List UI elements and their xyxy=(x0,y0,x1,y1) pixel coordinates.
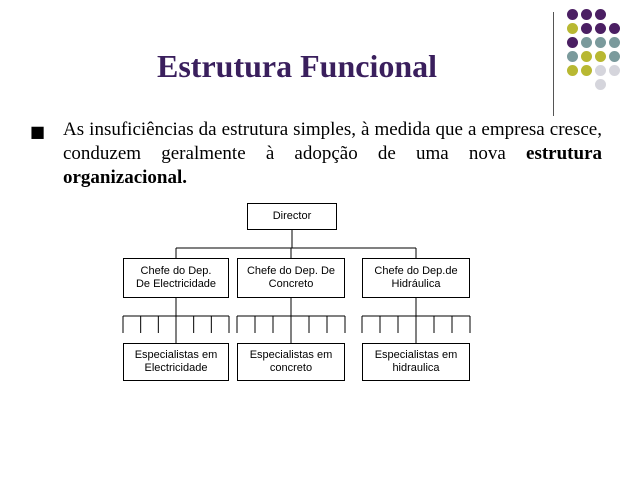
decorative-dot xyxy=(595,65,606,76)
decorative-dot xyxy=(581,37,592,48)
specialists-line2: concreto xyxy=(269,362,313,374)
bullet-text: As insuficiências da estrutura simples, … xyxy=(63,118,602,190)
decorative-dot xyxy=(595,9,606,20)
department-head-line1: Chefe do Dep.de xyxy=(374,265,458,277)
specialists-line2: Electricidade xyxy=(144,362,208,374)
department-head-electricity: Chefe do Dep.De Electricidade xyxy=(123,258,229,298)
decorative-divider xyxy=(553,12,554,116)
department-head-line2: Hidráulica xyxy=(391,278,441,290)
decorative-dot xyxy=(581,9,592,20)
decorative-dot xyxy=(567,65,578,76)
decorative-dot xyxy=(567,23,578,34)
bullet-text-bold: estrutura organizacional. xyxy=(63,143,602,188)
decorative-dot xyxy=(609,51,620,62)
specialists-line1: Especialistas em xyxy=(134,349,218,361)
specialists-line1: Especialistas em xyxy=(374,349,458,361)
decorative-dot xyxy=(609,65,620,76)
department-head-line1: Chefe do Dep. De xyxy=(246,265,336,277)
director-box: Director xyxy=(247,203,337,230)
decorative-dot xyxy=(595,23,606,34)
decorative-dot xyxy=(581,51,592,62)
department-head-line1: Chefe do Dep. xyxy=(140,265,212,277)
director-label: Director xyxy=(272,210,312,222)
decorative-dot xyxy=(567,9,578,20)
decorative-dot xyxy=(581,65,592,76)
decorative-dot xyxy=(609,37,620,48)
specialists-line1: Especialistas em xyxy=(249,349,333,361)
decorative-dot xyxy=(567,51,578,62)
specialists-line2: hidraulica xyxy=(392,362,440,374)
bullet-icon: ■ xyxy=(30,122,46,141)
bullet-text-plain: As insuficiências da estrutura simples, … xyxy=(63,119,602,164)
department-head-line2: De Electricidade xyxy=(135,278,217,290)
decorative-dot xyxy=(567,37,578,48)
department-head-line2: Concreto xyxy=(268,278,314,290)
decorative-dot xyxy=(609,23,620,34)
decorative-dot-grid xyxy=(567,9,637,109)
decorative-dot xyxy=(595,37,606,48)
slide-title: Estrutura Funcional xyxy=(156,48,438,84)
decorative-dot xyxy=(581,23,592,34)
decorative-dot xyxy=(595,79,606,90)
decorative-dot xyxy=(595,51,606,62)
